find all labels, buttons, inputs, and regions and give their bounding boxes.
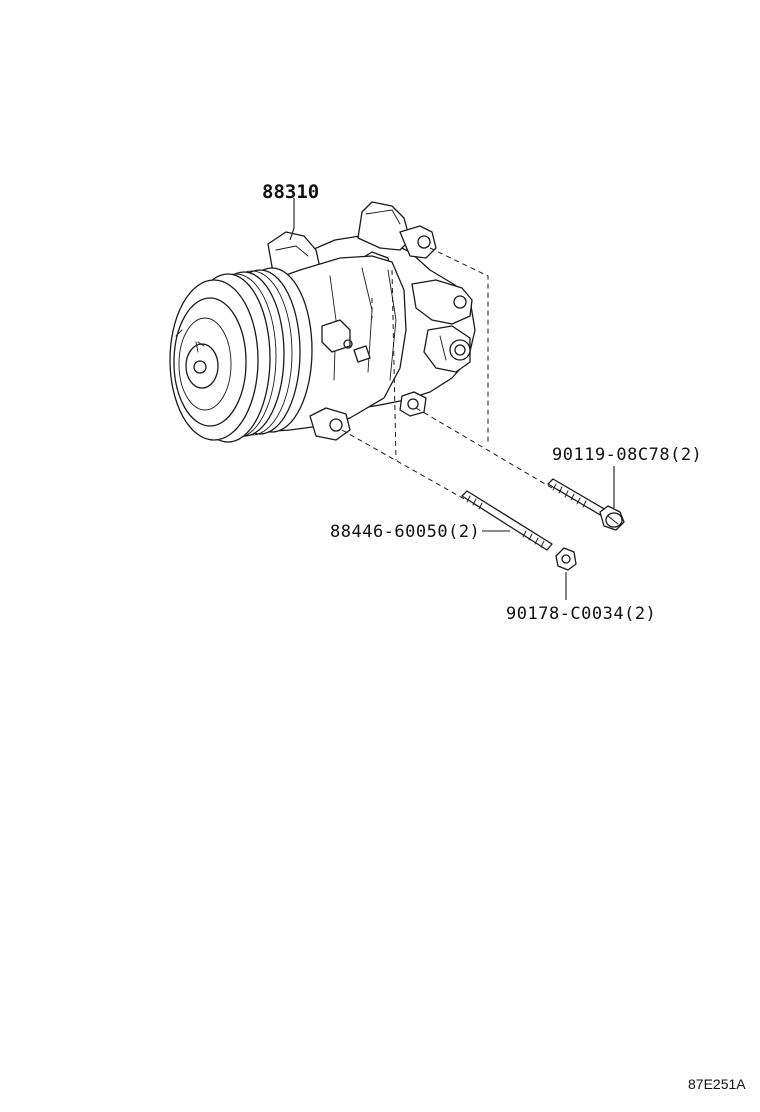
flange-bolt-drawing[interactable] [547, 478, 625, 531]
ac-compressor-drawing[interactable] [169, 201, 476, 443]
stud-bolt-drawing[interactable] [461, 490, 553, 551]
nut-drawing[interactable] [555, 547, 577, 571]
bolt-part-number[interactable]: 90119-08C78(2) [552, 445, 702, 465]
leader-lines [289, 198, 615, 600]
diagram-code: 87E251A [688, 1076, 746, 1092]
mounting-alignment-lines [341, 247, 553, 501]
compressor-part-number[interactable]: 88310 [262, 181, 319, 203]
stud-part-number[interactable]: 88446-60050(2) [330, 522, 480, 542]
nut-part-number[interactable]: 90178-C0034(2) [506, 604, 656, 624]
